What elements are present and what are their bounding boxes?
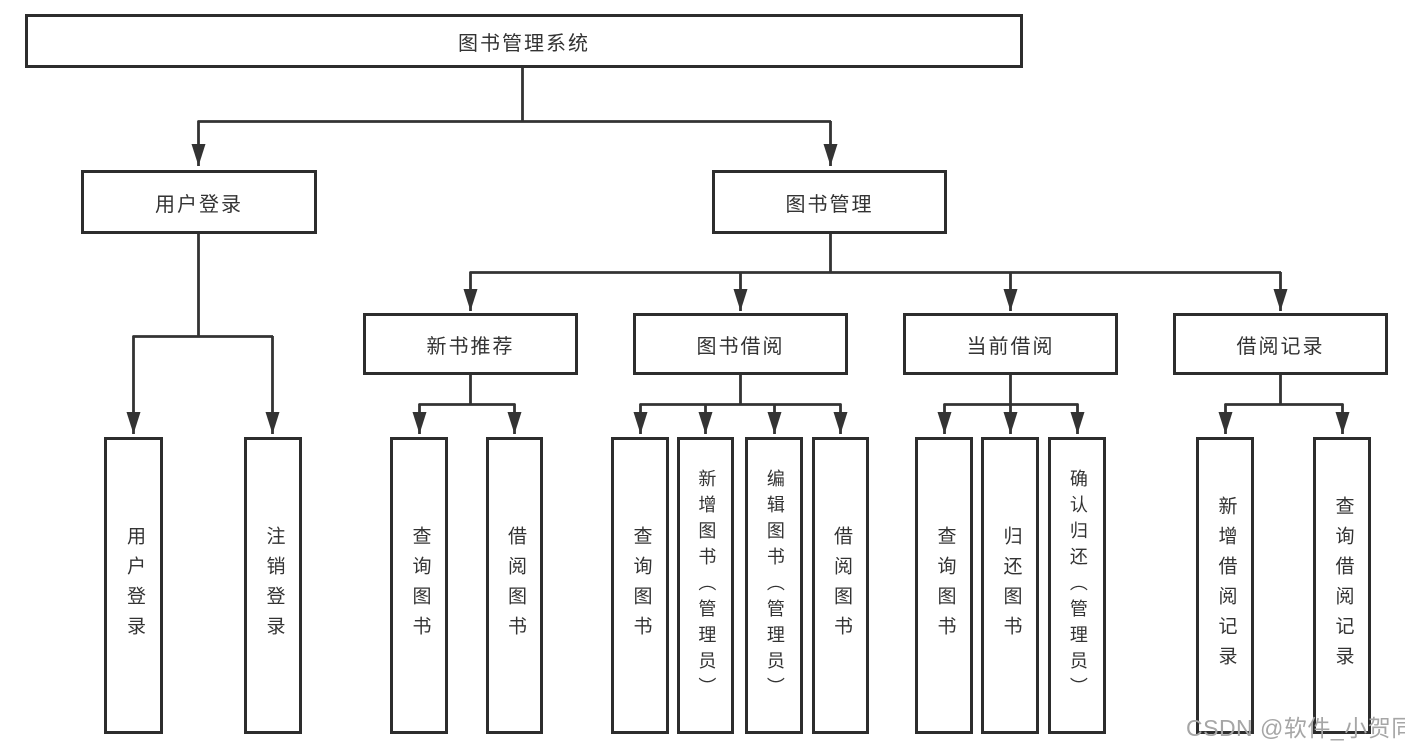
leaf-label: 用户登录 xyxy=(123,525,145,646)
node-label: 用户登录 xyxy=(155,193,243,216)
leaf-current-query-books: 查询图书 xyxy=(915,437,973,734)
node-label: 新书推荐 xyxy=(426,335,515,358)
connector-current-borrow-to-leaves xyxy=(937,375,1085,434)
leaf-logout: 注销登录 xyxy=(244,437,302,734)
leaf-label: 新增借阅记录 xyxy=(1215,495,1237,676)
leaf-newbook-borrow-books: 借阅图书 xyxy=(486,437,543,734)
node-label: 图书管理 xyxy=(785,193,874,216)
leaf-label: 查询图书 xyxy=(630,525,652,646)
leaf-borrow-query-books: 查询图书 xyxy=(611,437,669,734)
connector-book-management-to-sections xyxy=(463,233,1288,311)
leaf-borrow-edit-books-admin: 编辑图书（管理员） xyxy=(745,437,803,734)
connector-user-login-to-leaves xyxy=(126,233,280,434)
leaf-user-login: 用户登录 xyxy=(104,437,163,734)
node-label: 借阅记录 xyxy=(1236,335,1325,358)
connector-root-to-branches xyxy=(191,67,838,166)
leaf-label: 注销登录 xyxy=(263,525,285,646)
node-borrow-record: 借阅记录 xyxy=(1173,313,1388,375)
leaf-label: 编辑图书（管理员） xyxy=(764,468,785,703)
node-book-management: 图书管理 xyxy=(712,170,947,234)
leaf-label: 借阅图书 xyxy=(504,525,526,646)
leaf-record-add-borrow-record: 新增借阅记录 xyxy=(1196,437,1254,734)
leaf-label: 借阅图书 xyxy=(830,525,852,646)
leaf-record-query-borrow-record: 查询借阅记录 xyxy=(1313,437,1371,734)
leaf-current-confirm-return-admin: 确认归还（管理员） xyxy=(1048,437,1106,734)
connector-borrow-record-to-leaves xyxy=(1218,375,1350,434)
node-new-book-recommend: 新书推荐 xyxy=(363,313,578,375)
leaf-borrow-add-books-admin: 新增图书（管理员） xyxy=(677,437,734,734)
connector-new-book-recommend-to-leaves xyxy=(412,375,522,434)
node-label: 当前借阅 xyxy=(966,335,1055,358)
node-current-borrow: 当前借阅 xyxy=(903,313,1118,375)
connector-book-borrow-to-leaves xyxy=(633,375,848,434)
leaf-label: 查询图书 xyxy=(409,525,431,646)
node-user-login: 用户登录 xyxy=(81,170,317,234)
leaf-borrow-borrow-books: 借阅图书 xyxy=(812,437,869,734)
node-book-borrow: 图书借阅 xyxy=(633,313,848,375)
leaf-label: 查询图书 xyxy=(934,525,956,646)
csdn-watermark: CSDN @软件_小贺同学 xyxy=(1186,715,1405,741)
leaf-label: 归还图书 xyxy=(1000,525,1022,646)
leaf-label: 确认归还（管理员） xyxy=(1067,468,1088,703)
node-root-library-system: 图书管理系统 xyxy=(25,14,1023,68)
leaf-current-return-books: 归还图书 xyxy=(981,437,1039,734)
leaf-label: 查询借阅记录 xyxy=(1332,495,1354,676)
leaf-label: 新增图书（管理员） xyxy=(696,468,717,703)
node-label: 图书管理系统 xyxy=(458,32,590,55)
node-label: 图书借阅 xyxy=(696,335,785,358)
leaf-newbook-query-books: 查询图书 xyxy=(390,437,448,734)
